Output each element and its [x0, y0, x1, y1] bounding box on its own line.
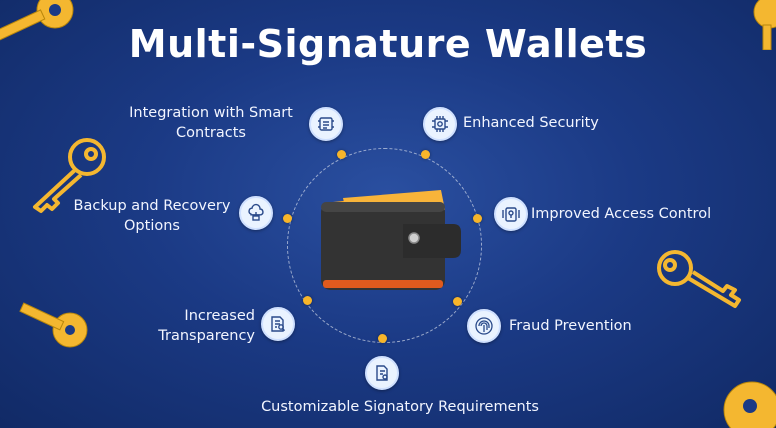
smart-contract-icon: [309, 107, 343, 141]
security-chip-icon: [423, 107, 457, 141]
key-icon-top-right: [753, 0, 776, 50]
ring-dot: [421, 150, 430, 159]
ring-dot: [453, 297, 462, 306]
feature-label-transparency: Increased Transparency: [158, 308, 255, 344]
feature-label-backup-recovery: Backup and Recovery Options: [73, 198, 231, 234]
feature-label-fraud-prevention: Fraud Prevention: [509, 318, 632, 334]
feature-label-smart-contracts: Integration with Smart Contracts: [129, 105, 293, 141]
cloud-backup-icon: [239, 196, 273, 230]
wallet-illustration: [321, 190, 461, 290]
key-icon-bottom-right: [723, 381, 776, 428]
page-title: Multi-Signature Wallets: [128, 22, 648, 66]
key-icon-left-outline: [33, 138, 106, 213]
key-icon-top-left: [0, 0, 74, 41]
access-control-icon: [494, 197, 528, 231]
ring-dot: [337, 150, 346, 159]
feature-label-enhanced-security: Enhanced Security: [463, 115, 599, 131]
document-gear-icon: [365, 356, 399, 390]
ring-dot: [473, 214, 482, 223]
document-search-icon: [261, 307, 295, 341]
ring-dot: [378, 334, 387, 343]
ring-dot: [283, 214, 292, 223]
fingerprint-icon: [467, 309, 501, 343]
key-icon-right-outline: [657, 250, 741, 308]
feature-label-signatory-requirements: Customizable Signatory Requirements: [261, 399, 539, 415]
ring-dot: [303, 296, 312, 305]
key-icon-left-solid: [19, 302, 88, 348]
feature-label-access-control: Improved Access Control: [531, 206, 712, 222]
